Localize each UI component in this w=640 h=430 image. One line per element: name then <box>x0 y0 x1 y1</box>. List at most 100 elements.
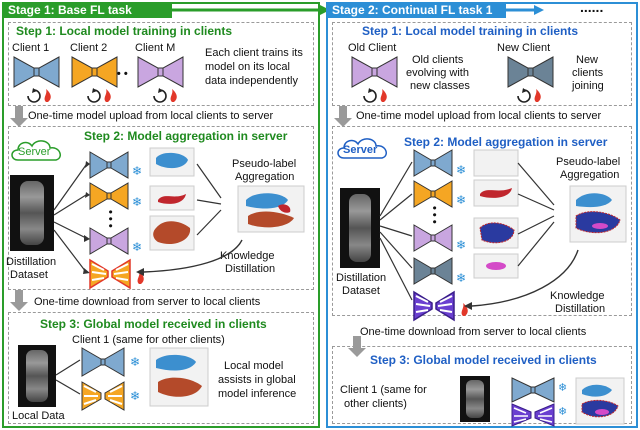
stage1-step1-box <box>8 22 314 106</box>
server-cloud-2 <box>337 138 387 159</box>
seg-outputs-2 <box>473 149 519 279</box>
stage2-step3-box <box>332 346 632 424</box>
local-seg-output <box>149 347 209 407</box>
ct-to-models-arrows-2 <box>379 161 413 301</box>
client-desc-line1: Each client trains its <box>205 47 303 59</box>
kd-label-1b: Distillation <box>225 263 276 275</box>
server-model-orange-1 <box>89 182 129 210</box>
stage1-step2-title: Step 2: Model aggregation in server <box>84 129 288 143</box>
stage1-step2-box <box>8 126 314 290</box>
client2-model <box>71 56 118 88</box>
client1-same-1: Client 1 (same for other clients) <box>72 334 225 346</box>
new-client-model <box>507 56 554 88</box>
ct-scan-local <box>18 345 56 407</box>
new-client-label: New Client <box>497 42 551 54</box>
client1-same-2a: Client 1 (same for <box>340 384 427 396</box>
stage2-step2-box <box>332 126 632 316</box>
download-arrow-2 <box>348 336 366 357</box>
global-model-orange <box>81 381 125 411</box>
local-model-desc-3: model inference <box>218 388 297 400</box>
local-model-desc-1: Local model <box>224 360 284 372</box>
server-cloud-1 <box>11 140 61 161</box>
kd-arrow-2 <box>464 249 579 310</box>
stage2-title: Stage 2: Continual FL task 1 <box>332 3 493 17</box>
distill-label-2a: Distillation <box>336 272 387 284</box>
stage1-step1-title: Step 1: Local model training in clients <box>16 24 233 38</box>
kd-arrow-1 <box>136 239 243 276</box>
old-desc-3: new classes <box>410 80 470 92</box>
continuation-dots: ...... <box>580 0 604 15</box>
stage2-step3-title: Step 3: Global model received in clients <box>370 353 597 367</box>
download-text-1: One-time download from server to local c… <box>34 296 261 308</box>
train-loop-icons <box>27 88 177 103</box>
client-desc-line2: model on its local <box>205 61 290 73</box>
aggregated-seg-2 <box>569 185 627 243</box>
seg-arrows-1 <box>196 163 222 236</box>
server-label-2: Server <box>343 144 378 156</box>
ct-scan-3 <box>460 376 490 422</box>
server2-model-orange <box>413 180 453 208</box>
client1-same-2b: other clients) <box>344 398 407 410</box>
local-model-2-blue <box>511 377 555 403</box>
pseudo-label-2b: Aggregation <box>560 169 620 181</box>
new-desc-2: clients <box>572 67 604 79</box>
clientM-label: Client M <box>135 42 176 54</box>
old-desc-2: evolving with <box>406 67 469 79</box>
client1-model <box>13 56 60 88</box>
old-client-model <box>351 56 398 88</box>
stage2-step1-title: Step 1: Local model training in clients <box>362 24 579 38</box>
snowflake-icon: ❄ <box>130 389 141 403</box>
client1-label: Client 1 <box>12 42 50 54</box>
new-desc-1: New <box>576 54 599 66</box>
seg-arrows-2 <box>517 162 555 267</box>
stage1-step3-box <box>8 312 314 424</box>
stage1-step3-title: Step 3: Global model received in clients <box>40 317 267 331</box>
snowflake-icon: ❄ <box>456 238 467 252</box>
flame-icon <box>137 271 144 284</box>
old-desc-1: Old clients <box>412 54 464 66</box>
stage1-title: Stage 1: Base FL task <box>8 3 132 17</box>
kd-label-2a: Knowledge <box>550 290 605 302</box>
pseudo-label-1b: Aggregation <box>235 171 295 183</box>
train-loop-icons-2 <box>363 88 541 103</box>
snowflake-icon: ❄ <box>132 164 143 178</box>
stage2-header: Stage 2: Continual FL task 1 <box>326 2 506 18</box>
server-ellipsis-1: • • • <box>104 210 117 228</box>
stage2-arrow <box>506 5 544 15</box>
server2-ellipsis: • • • <box>428 206 441 224</box>
snowflake-icon: ❄ <box>558 406 568 418</box>
server2-model-blue <box>413 149 453 177</box>
download-text-2: One-time download from server to local c… <box>360 326 587 338</box>
distill-label-1a: Distillation <box>6 256 57 268</box>
upload-text-1: One-time model upload from local clients… <box>28 110 274 122</box>
download-arrow-1 <box>10 290 28 311</box>
upload-text-2: One-time model upload from local clients… <box>356 110 602 122</box>
snowflake-icon: ❄ <box>456 271 467 285</box>
snowflake-icon: ❄ <box>558 382 568 394</box>
server2-model-gray <box>413 257 453 285</box>
stage1-header: Stage 1: Base FL task <box>2 2 172 18</box>
seg-outputs-1 <box>149 147 195 251</box>
distill-label-1b: Dataset <box>10 269 48 281</box>
snowflake-icon: ❄ <box>456 163 467 177</box>
stage-arrow <box>172 5 330 15</box>
ct-to-models-arrows-1 <box>53 161 90 274</box>
pseudo-label-1a: Pseudo-label <box>232 158 297 170</box>
server-label-1: Server <box>18 146 51 158</box>
server-model-blue-1 <box>89 151 129 179</box>
old-client-label: Old Client <box>348 42 397 54</box>
student-model-1 <box>89 258 131 290</box>
upload-arrow-1 <box>10 106 28 127</box>
aggregated-seg-1 <box>237 185 305 233</box>
local-arrows <box>55 359 81 395</box>
new-desc-3: joining <box>572 80 604 92</box>
ct-scan-1 <box>10 175 54 251</box>
distill-label-2b: Dataset <box>342 285 380 297</box>
snowflake-icon: ❄ <box>456 193 467 207</box>
stage2-step1-box <box>332 22 632 106</box>
ct-scan-2 <box>340 188 380 268</box>
local-model-blue <box>81 347 125 377</box>
clientM-model <box>137 56 184 88</box>
final-seg-2 <box>575 377 625 425</box>
local-model-desc-2: assists in global <box>218 374 296 386</box>
